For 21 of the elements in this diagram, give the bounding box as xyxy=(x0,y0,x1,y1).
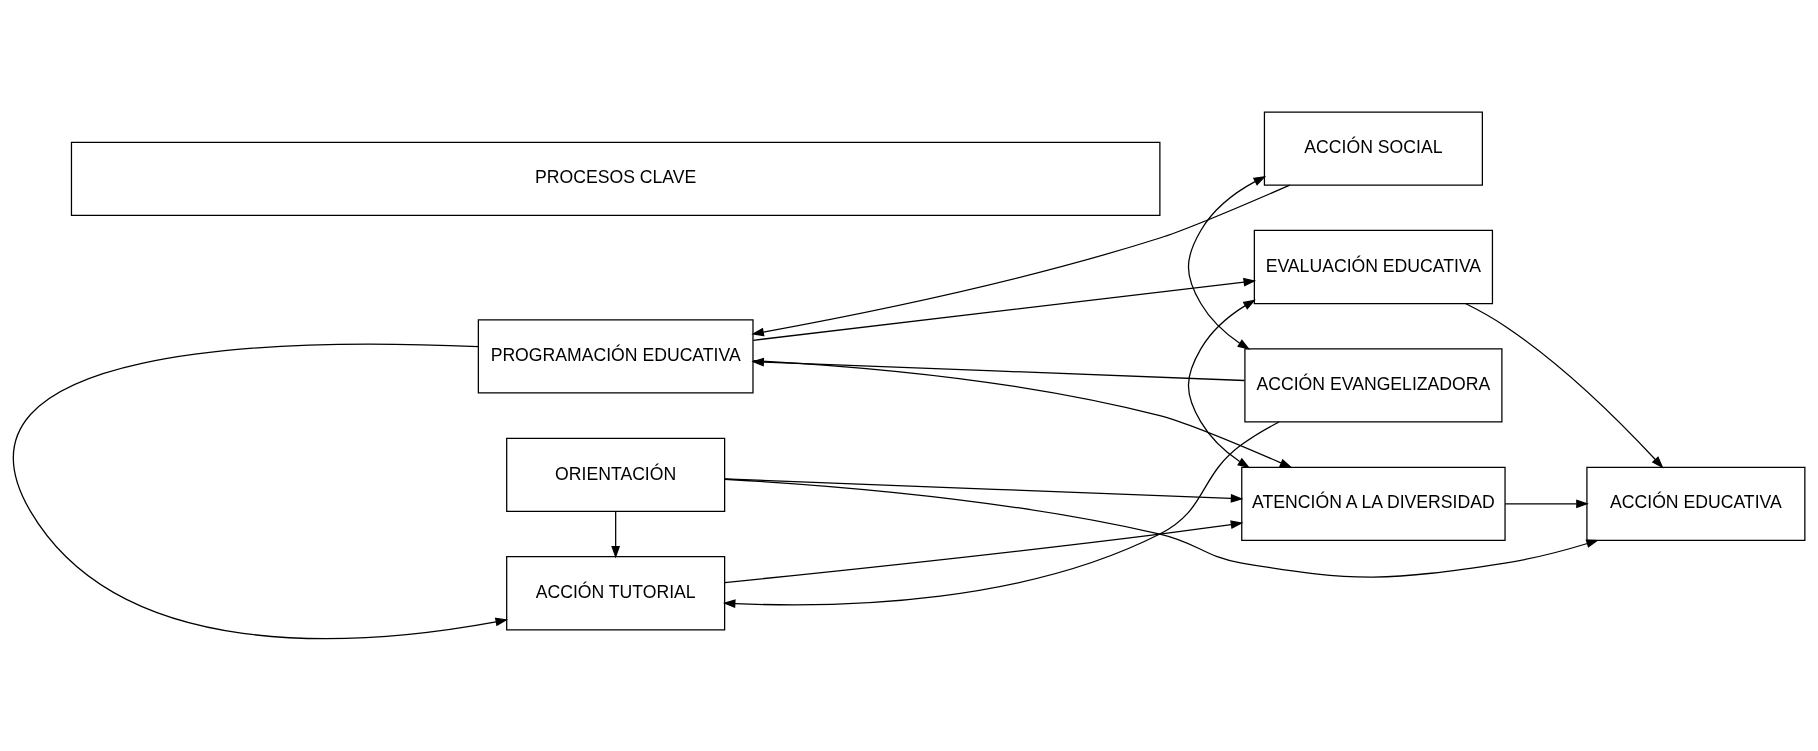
arrow xyxy=(724,478,1244,503)
arrow xyxy=(752,277,1257,341)
node-box: ACCIÓN SOCIAL xyxy=(1263,111,1483,186)
node-box: EVALUACIÓN EDUCATIVA xyxy=(1253,229,1494,305)
arrow xyxy=(724,520,1244,584)
node-box: ACCIÓN TUTORIAL xyxy=(506,556,726,631)
node-box: PROGRAMACIÓN EDUCATIVA xyxy=(477,319,754,394)
node-box: PROCESOS CLAVE xyxy=(70,141,1161,216)
arrow xyxy=(724,478,1599,578)
node-box: ATENCIÓN A LA DIVERSIDAD xyxy=(1241,466,1506,541)
arrow xyxy=(611,511,621,559)
arrow xyxy=(751,184,1291,337)
arrow xyxy=(1504,499,1589,509)
arrow xyxy=(1464,302,1664,469)
arrow xyxy=(14,343,509,640)
arrow xyxy=(722,421,1280,609)
node-box: ACCIÓN EVANGELIZADORA xyxy=(1244,348,1503,423)
arrow xyxy=(1187,299,1256,469)
arrow xyxy=(1187,176,1267,350)
node-box: ORIENTACIÓN xyxy=(506,437,726,512)
node-box: ACCIÓN EDUCATIVA xyxy=(1586,466,1806,541)
